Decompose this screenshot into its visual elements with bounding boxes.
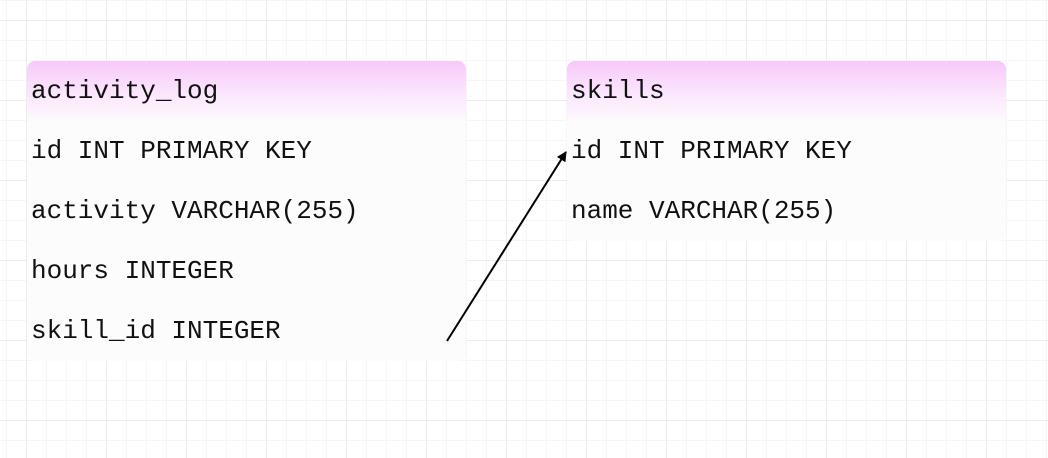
table-row[interactable]: id INT PRIMARY KEY [27,121,466,181]
table-title: activity_log [31,76,219,106]
column-label: skill_id INTEGER [31,316,281,346]
table-activity-log[interactable]: activity_log id INT PRIMARY KEY activity… [27,61,466,361]
table-row[interactable]: activity VARCHAR(255) [27,181,466,241]
table-row[interactable]: id INT PRIMARY KEY [567,121,1006,181]
column-label: id INT PRIMARY KEY [31,136,312,166]
column-label: name VARCHAR(255) [571,196,837,226]
column-label: id INT PRIMARY KEY [571,136,852,166]
table-row[interactable]: hours INTEGER [27,241,466,301]
table-header[interactable]: skills [567,61,1006,121]
table-skills[interactable]: skills id INT PRIMARY KEY name VARCHAR(2… [567,61,1006,241]
column-label: hours INTEGER [31,256,234,286]
table-row[interactable]: skill_id INTEGER [27,301,466,361]
table-header[interactable]: activity_log [27,61,466,121]
table-title: skills [571,76,665,106]
column-label: activity VARCHAR(255) [31,196,359,226]
table-row[interactable]: name VARCHAR(255) [567,181,1006,241]
